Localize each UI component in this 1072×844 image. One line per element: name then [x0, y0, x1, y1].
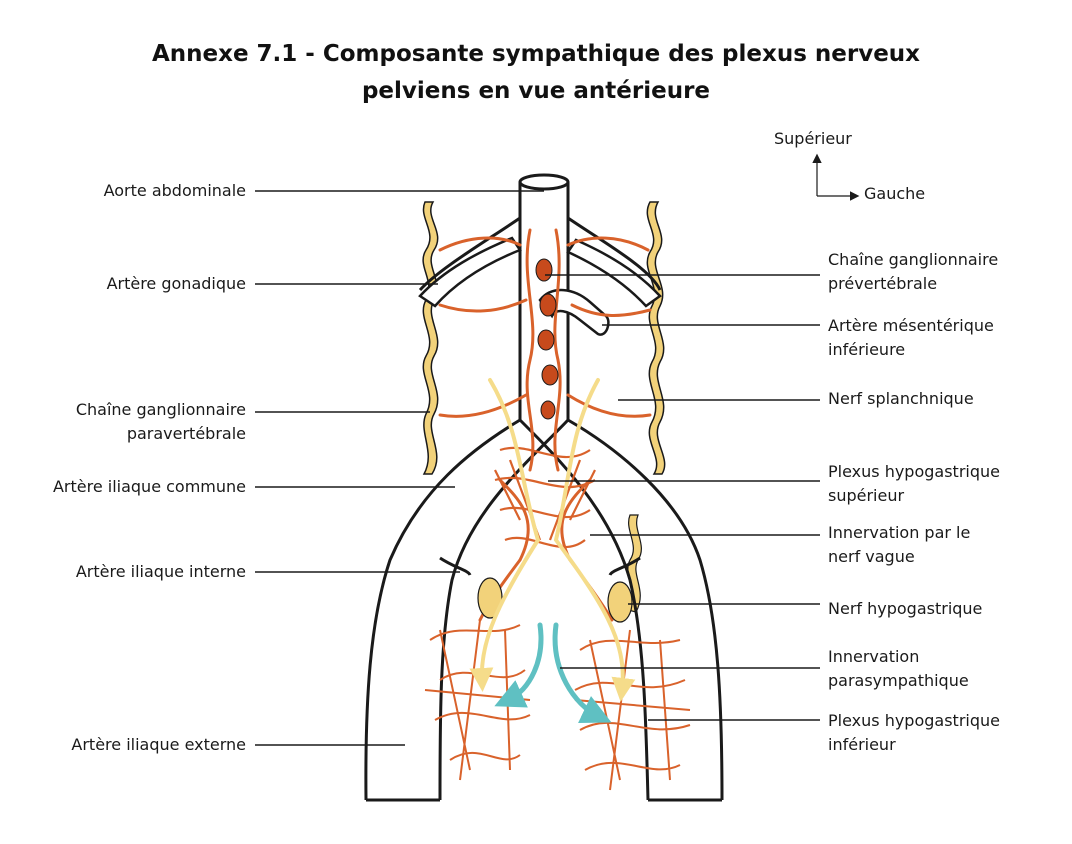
- leader-lines: [255, 190, 820, 746]
- label-nerf-splanchnique: Nerf splanchnique: [828, 389, 974, 408]
- figure-title: Annexe 7.1 - Composante sympathique des …: [0, 36, 1072, 110]
- label-innervation-parasympathique: Innervation parasympathique: [828, 647, 969, 690]
- prevertebral-chain: [535, 258, 559, 420]
- gonadic-arteries: [418, 236, 662, 308]
- title-line-2: pelviens en vue antérieure: [361, 78, 711, 104]
- label-nerf-hypogastrique: Nerf hypogastrique: [828, 599, 983, 618]
- parasympathetic-arrows: [494, 622, 612, 724]
- label-plexus-hypogastrique-inferieur: Plexus hypogastrique inférieur: [828, 711, 1000, 754]
- label-artere-gonadique: Artère gonadique: [106, 274, 246, 293]
- label-aorte-abdominale: Aorte abdominale: [103, 181, 246, 200]
- vagus-nerve-arrows: [469, 378, 636, 702]
- orientation-right-label: Gauche: [864, 184, 926, 203]
- superior-hypogastric-plexus: [494, 446, 596, 549]
- paravertebral-chain-left: [422, 201, 439, 475]
- title-line-1: Annexe 7.1 - Composante sympathique des …: [151, 41, 921, 67]
- label-artere-iliaque-interne: Artère iliaque interne: [75, 562, 246, 581]
- orientation-up-label: Supérieur: [774, 129, 852, 148]
- hypogastric-nerve-ganglia: [477, 577, 633, 623]
- label-plexus-hypogastrique-superieur: Plexus hypogastrique supérieur: [828, 462, 1000, 505]
- aorta-and-iliacs: [364, 173, 724, 802]
- label-artere-iliaque-commune: Artère iliaque commune: [52, 477, 246, 496]
- label-innervation-nerf-vague: Innervation par le nerf vague: [828, 523, 971, 566]
- nerve-network: [438, 228, 652, 622]
- label-chaine-paravertebrale: Chaîne ganglionnaire paravertébrale: [75, 400, 246, 443]
- label-artere-mesenterique-inferieure: Artère mésentérique inférieure: [828, 316, 994, 359]
- orientation-arrows: [812, 153, 860, 201]
- label-artere-iliaque-externe: Artère iliaque externe: [71, 735, 246, 754]
- label-chaine-prevertebrale: Chaîne ganglionnaire prévertébrale: [828, 250, 999, 293]
